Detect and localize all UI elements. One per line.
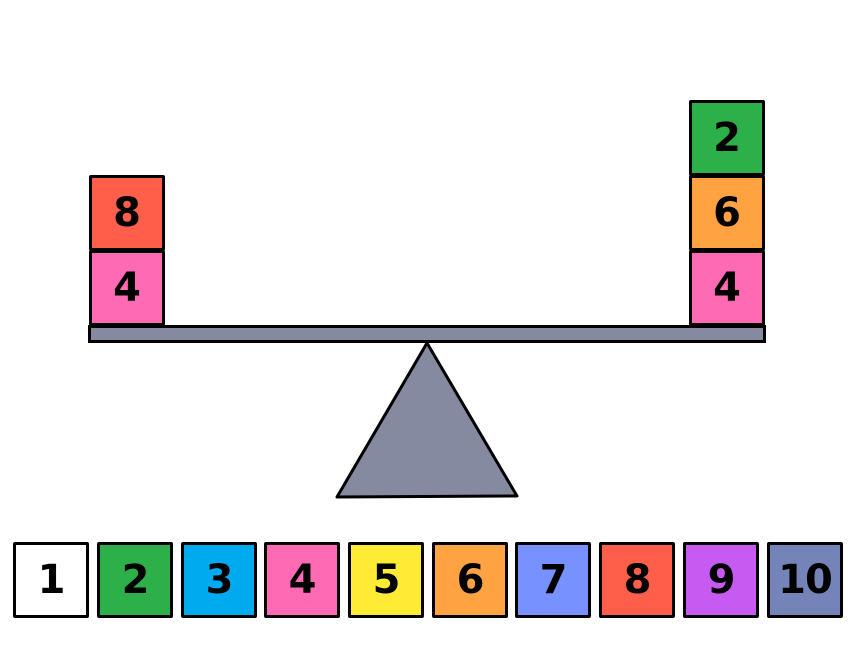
- tray-tile-10[interactable]: 10: [767, 542, 843, 618]
- fulcrum-shape: [335, 341, 519, 499]
- tray-tile-8[interactable]: 8: [599, 542, 675, 618]
- tray-tile-4[interactable]: 4: [264, 542, 340, 618]
- right-stack-block-middle[interactable]: 6: [689, 175, 765, 251]
- tray-tile-6[interactable]: 6: [432, 542, 508, 618]
- balance-beam: [88, 325, 766, 343]
- right-stack-block-bottom[interactable]: 4: [689, 250, 765, 326]
- tray-tile-1[interactable]: 1: [13, 542, 89, 618]
- left-stack-block-bottom[interactable]: 4: [89, 250, 165, 326]
- tray-tile-5[interactable]: 5: [348, 542, 424, 618]
- right-stack-block-top[interactable]: 2: [689, 100, 765, 176]
- tray-tile-2[interactable]: 2: [97, 542, 173, 618]
- tray-tile-3[interactable]: 3: [181, 542, 257, 618]
- left-stack-block-top[interactable]: 8: [89, 175, 165, 251]
- tray-tile-7[interactable]: 7: [515, 542, 591, 618]
- tray-tile-9[interactable]: 9: [683, 542, 759, 618]
- fulcrum-triangle: [335, 341, 519, 499]
